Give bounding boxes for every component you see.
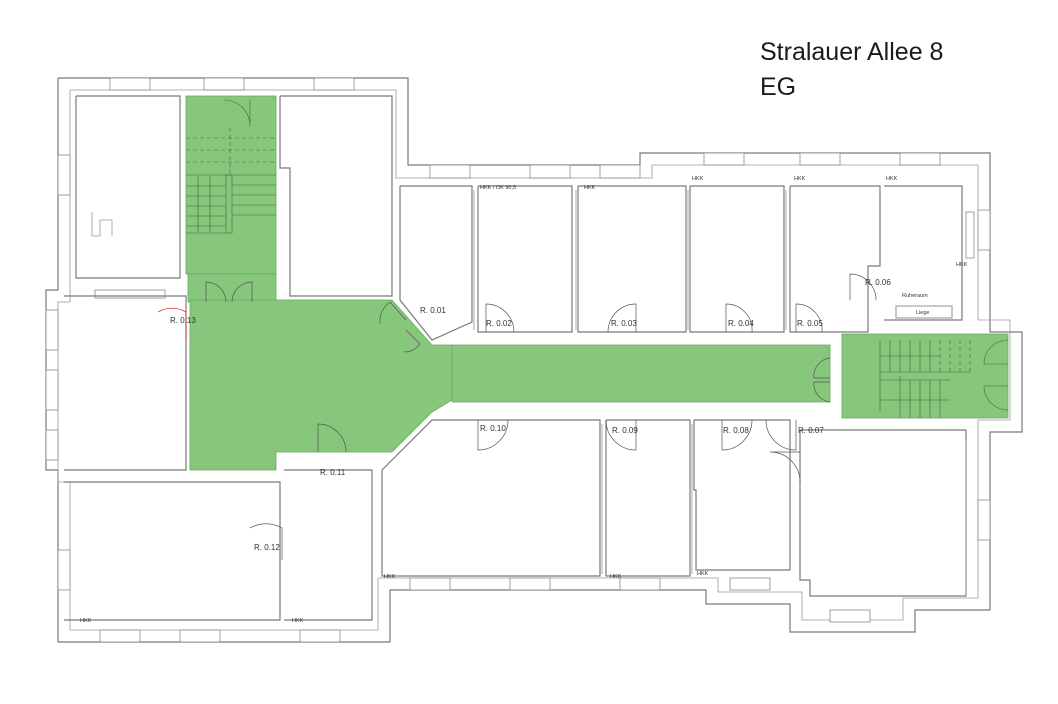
highlight-main-hall bbox=[189, 299, 453, 471]
doors bbox=[157, 273, 877, 560]
hkk-ok-label: HKK / OK 90,5 bbox=[480, 185, 516, 191]
interior-walls bbox=[64, 95, 967, 621]
label-r010: R. 0.10 bbox=[480, 424, 506, 433]
hkk-label: HKK bbox=[584, 185, 596, 191]
label-r006: R. 0.06 bbox=[865, 278, 891, 287]
hkk-label: HKK bbox=[384, 574, 396, 580]
hkk-label: HKK bbox=[794, 176, 806, 182]
windows bbox=[45, 77, 991, 643]
label-r003: R. 0.03 bbox=[611, 319, 637, 328]
stairs-east bbox=[879, 339, 1009, 418]
label-r005: R. 0.05 bbox=[797, 319, 823, 328]
hkk-label: HKK bbox=[610, 574, 622, 580]
label-r011: R. 0.11 bbox=[320, 468, 346, 477]
bed-box bbox=[895, 305, 953, 319]
label-r009: R. 0.09 bbox=[612, 426, 638, 435]
room-labels: R. 0.01 R. 0.02 R. 0.03 R. 0.04 R. 0.05 … bbox=[170, 278, 891, 552]
annotations: HKK / OK 90,5 HKK HKK HKK HKK HKK HKK HK… bbox=[80, 176, 968, 624]
hkk-label: HKK bbox=[292, 618, 304, 624]
hkk-label: HKK bbox=[886, 176, 898, 182]
highlight-corridor bbox=[451, 344, 831, 403]
plan-title-address: Stralauer Allee 8 bbox=[760, 38, 944, 66]
label-r007: R. 0.07 bbox=[798, 426, 824, 435]
label-r013: R. 0.13 bbox=[170, 316, 196, 325]
hkk-label: HKK bbox=[697, 571, 709, 577]
label-r002: R. 0.02 bbox=[486, 319, 512, 328]
label-r008: R. 0.08 bbox=[723, 426, 749, 435]
label-r012: R. 0.12 bbox=[254, 543, 280, 552]
highlight-stairwell-east bbox=[841, 333, 1009, 419]
hkk-label: HKK bbox=[80, 618, 92, 624]
liege-label: Liege bbox=[916, 310, 929, 316]
stairs-west bbox=[186, 99, 276, 234]
hkk-label: HKK bbox=[692, 176, 704, 182]
label-r001: R. 0.01 bbox=[420, 306, 446, 315]
ruheraum-label: Ruheraum bbox=[902, 293, 928, 299]
label-r004: R. 0.04 bbox=[728, 319, 754, 328]
plan-title-floor: EG bbox=[760, 73, 797, 101]
hkk-label: HKK bbox=[956, 262, 968, 268]
door-r013-marked bbox=[157, 307, 187, 340]
highlight-entry-west bbox=[187, 273, 277, 303]
highlighted-circulation bbox=[185, 95, 1009, 471]
